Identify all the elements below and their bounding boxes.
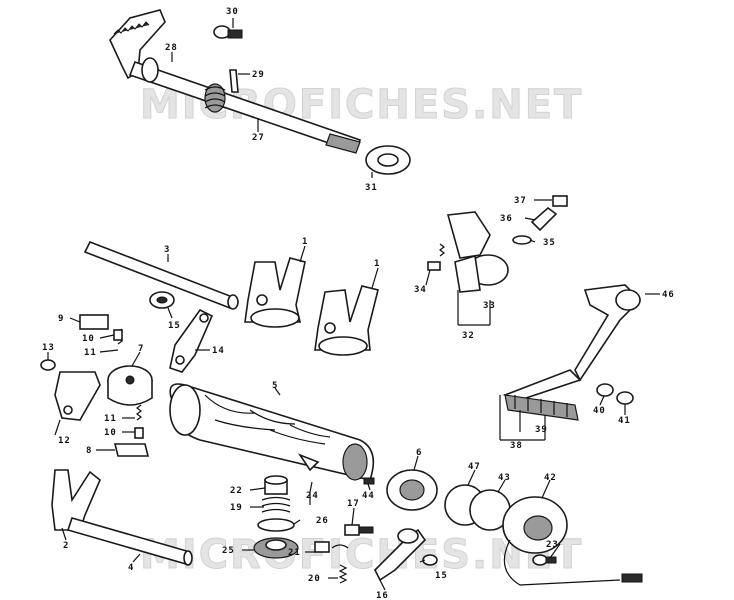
callout-43: 43 (498, 473, 511, 483)
callout-36: 36 (500, 214, 513, 224)
callout-22: 22 (230, 486, 243, 496)
callout-3: 3 (164, 245, 170, 255)
washer-41-part (616, 391, 634, 405)
callout-16: 16 (376, 591, 389, 600)
callout-33: 33 (483, 301, 496, 311)
clip-35-part (512, 235, 532, 245)
shift-drum-part (169, 383, 375, 481)
callout-32: 32 (462, 331, 475, 341)
callout-15a: 15 (168, 321, 181, 331)
washer-18-part (422, 554, 438, 566)
callout-labels: 30 28 29 27 31 3 1 1 9 10 11 7 14 13 15 … (42, 7, 675, 600)
callout-6: 6 (416, 448, 422, 458)
cam-plate-6-part (386, 469, 438, 511)
callout-14: 14 (212, 346, 225, 356)
callout-9: 9 (58, 314, 64, 324)
callout-24: 24 (306, 491, 319, 501)
callout-20: 20 (308, 574, 321, 584)
callout-25: 25 (222, 546, 235, 556)
shift-fork-1b-part (314, 285, 379, 356)
callout-30: 30 (226, 7, 239, 17)
callout-1a: 1 (302, 237, 308, 247)
bolt-13-part (40, 359, 56, 371)
callout-5: 5 (272, 381, 278, 391)
spring-20-part (338, 564, 348, 584)
callout-10a: 10 (82, 334, 95, 344)
callout-11b: 11 (104, 414, 117, 424)
callout-40: 40 (593, 406, 606, 416)
shift-fork-1a-part (244, 257, 306, 328)
callout-39: 39 (535, 425, 548, 435)
plate-8-part (113, 443, 150, 457)
callout-10b: 10 (104, 428, 117, 438)
callout-21: 21 (288, 548, 301, 558)
callout-19: 19 (230, 503, 243, 513)
callout-17: 17 (347, 499, 360, 509)
lever-16-part (374, 528, 427, 582)
gear-25-part (253, 537, 299, 559)
callout-12: 12 (58, 436, 71, 446)
callout-1b: 1 (374, 259, 380, 269)
callout-38: 38 (510, 441, 523, 451)
bolt-23-part (532, 554, 557, 566)
callout-41: 41 (618, 416, 631, 426)
shift-arm-33-part (446, 211, 509, 293)
shift-pedal-46-part (502, 284, 642, 421)
gear-shift-shaft-part (109, 9, 362, 154)
callout-23: 23 (546, 540, 559, 550)
cap-22-part (264, 475, 288, 495)
callout-7: 7 (138, 344, 144, 354)
pin-21-part (314, 541, 349, 553)
pin-10b-part (134, 427, 144, 439)
link-36-part (530, 206, 558, 232)
cap-37-part (552, 195, 568, 207)
callout-11a: 11 (84, 348, 97, 358)
washer-15-part (149, 291, 175, 309)
pin-10a-part (113, 329, 123, 341)
callout-18: 15 (435, 571, 448, 581)
callout-27: 27 (252, 133, 265, 143)
callout-31: 31 (365, 183, 378, 193)
callout-4: 4 (128, 563, 134, 573)
bearing-31-part (365, 145, 411, 175)
callout-44: 44 (362, 491, 375, 501)
callout-13: 13 (42, 343, 55, 353)
pin-44-part (363, 477, 375, 485)
washer-26-part (257, 518, 295, 532)
callout-29: 29 (252, 70, 265, 80)
callout-2: 2 (63, 541, 69, 551)
callout-46: 46 (662, 290, 675, 300)
callout-35: 35 (543, 238, 556, 248)
callout-28: 28 (165, 43, 178, 53)
callout-34: 34 (414, 285, 427, 295)
plate-9-part (79, 314, 109, 330)
bolt-17-part (344, 524, 374, 536)
callout-8: 8 (86, 446, 92, 456)
callout-42: 42 (544, 473, 557, 483)
washer-40-part (596, 383, 614, 397)
callout-26: 26 (316, 516, 329, 526)
drum-cam-7-part (107, 365, 153, 406)
callout-47: 47 (468, 462, 481, 472)
drum-arm-14-part (169, 308, 214, 373)
switch-42-part (502, 496, 643, 586)
bolt-30-part (213, 25, 243, 39)
stopper-plate-12-part (54, 371, 101, 421)
shift-fork-2-part (51, 469, 193, 566)
spring-19-part (261, 496, 291, 513)
leader-lines (47, 18, 660, 591)
bolt-34-part (427, 243, 445, 271)
callout-37: 37 (514, 196, 527, 206)
